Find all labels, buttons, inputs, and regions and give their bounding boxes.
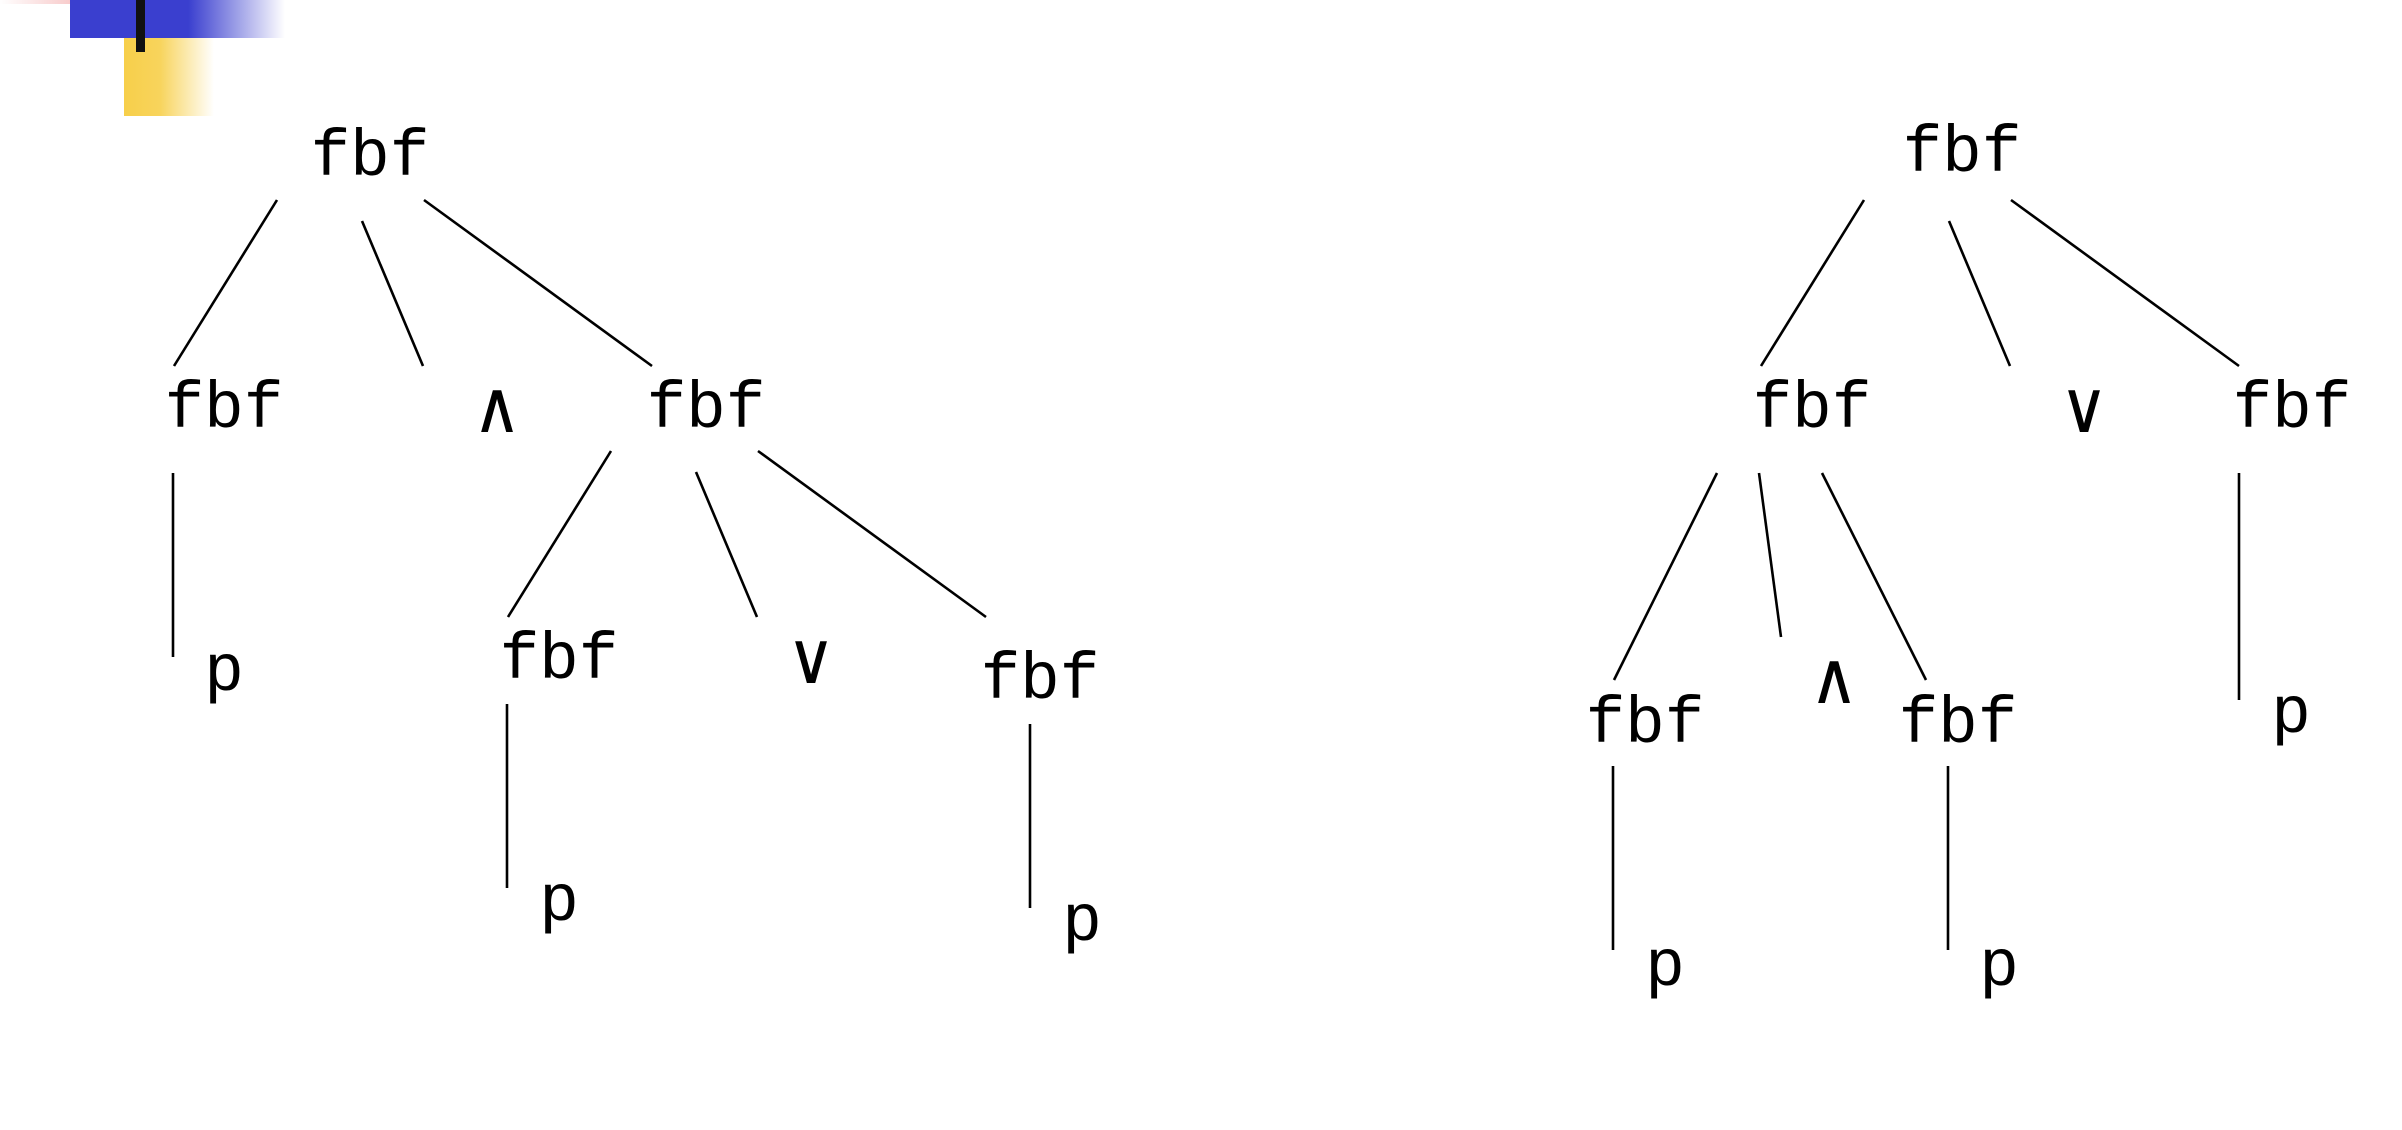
tree-node-label: fbf — [165, 372, 284, 447]
and-operator-symbol: ∧ — [475, 372, 518, 454]
tree-leaf-label: p — [204, 635, 244, 710]
edge-root-b — [2010, 198, 2240, 368]
edge-a-and — [1757, 472, 1783, 638]
tree-leaf-label: p — [1062, 885, 1102, 960]
and-operator-symbol: ∧ — [1812, 643, 1855, 725]
tree-node-label: fbf — [2233, 372, 2352, 447]
tree-leaf-label: p — [539, 865, 579, 940]
slide-corner-decoration — [0, 0, 285, 116]
edge-a-a1 — [1612, 472, 1719, 681]
tree-node-label: fbf — [1903, 116, 2022, 191]
tree-node-label: fbf — [981, 643, 1100, 718]
tree-node-label: fbf — [647, 372, 766, 447]
edge-a-a2 — [1820, 472, 1928, 681]
tree-leaf-label: p — [2271, 677, 2311, 752]
edge-b-b2 — [757, 449, 987, 619]
tree-node-label: fbf — [1753, 372, 1872, 447]
tree-leaf-label: p — [1645, 930, 1685, 1005]
or-operator-symbol: ∨ — [789, 623, 832, 705]
edge-root-a — [172, 199, 279, 367]
edge-root-or — [1947, 220, 2012, 367]
left-tree: fbf fbf ∧ fbf p fbf ∨ fbf p p — [165, 120, 1102, 960]
tree-node-label: fbf — [1899, 687, 2018, 762]
tree-node-label: fbf — [1586, 687, 1705, 762]
edge-root-and — [360, 220, 425, 367]
edge-root-b — [423, 198, 653, 368]
or-operator-symbol: ∨ — [2062, 372, 2105, 454]
edge-root-a — [1759, 199, 1866, 367]
tree-node-label: fbf — [311, 120, 430, 195]
right-tree: fbf fbf ∨ fbf fbf ∧ fbf p p p — [1586, 116, 2352, 1005]
tree-node-label: fbf — [500, 623, 619, 698]
decor-pink-band — [0, 0, 110, 4]
decor-dark-bar — [136, 0, 145, 52]
decor-blue-block — [70, 0, 285, 38]
tree-leaf-label: p — [1979, 930, 2019, 1005]
edge-b-b1 — [506, 450, 613, 618]
edge-b-or — [694, 471, 759, 618]
